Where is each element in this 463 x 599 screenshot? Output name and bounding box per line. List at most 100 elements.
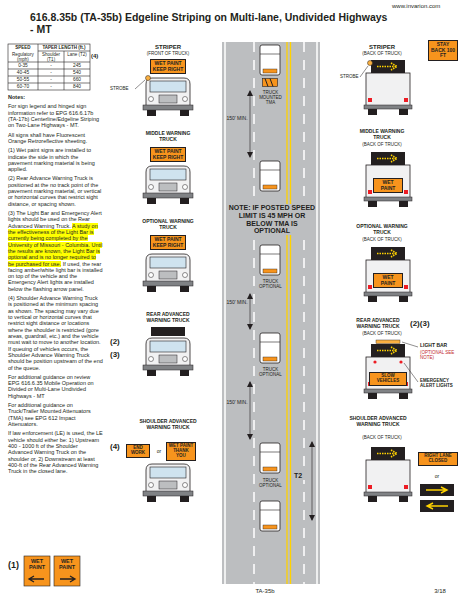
- leader-line: [402, 342, 418, 347]
- label: T2: [294, 472, 310, 480]
- sign-box: WET PAINT KEEP RIGHT: [150, 147, 186, 162]
- sign-text: SLOW VEHICLES: [371, 374, 405, 384]
- label: 0-35: [8, 63, 38, 68]
- leader-line: [135, 80, 145, 89]
- arrow-board: [151, 327, 185, 336]
- label: -: [38, 70, 64, 75]
- label: 245: [64, 63, 90, 68]
- label: EMERGENCY ALERT LIGHTS: [420, 378, 460, 388]
- sign-text: WET PAINT THANK YOU: [168, 444, 194, 459]
- note-paragraph: All signs shall have Fluorescent Orange …: [8, 132, 103, 145]
- rear-truck-back: [364, 344, 412, 399]
- sign-text: WET PAINT: [25, 558, 49, 570]
- label: SHOULDER ADVANCED WARNING TRUCK: [134, 419, 202, 430]
- label: STRIPER: [352, 44, 412, 51]
- label: REAR ADVANCED WARNING TRUCK: [134, 312, 202, 323]
- dimension-lines: [250, 91, 312, 520]
- striper-vehicle: [260, 45, 280, 75]
- label: (BACK OF TRUCK): [352, 331, 412, 336]
- striper-truck-back: [364, 60, 412, 115]
- label: 150' MIN.: [226, 116, 248, 122]
- sign-text: RIGHT LANE CLOSED: [420, 454, 456, 464]
- label: (3): [110, 351, 126, 360]
- roadway: [222, 42, 320, 584]
- emergency-light: [373, 360, 376, 363]
- label: Lane (T2): [64, 52, 90, 57]
- label: TRUCK OPTIONAL: [255, 279, 286, 289]
- label: www.invarion.com: [392, 3, 460, 10]
- label: (BACK OF TRUCK): [352, 237, 412, 242]
- arrow-panel: [420, 500, 454, 512]
- sign-text: WET PAINT: [375, 275, 401, 286]
- shoulder-truck-back: [364, 447, 412, 502]
- optional-truck-back: [364, 247, 412, 302]
- middle-truck-back: [364, 152, 412, 207]
- label: TA-35b: [245, 588, 285, 595]
- sign-box: WET PAINT: [373, 273, 403, 288]
- wet-paint-signs: [24, 556, 80, 586]
- note-text: For additional guidance on review EPG 61…: [8, 374, 94, 399]
- label: -: [38, 77, 64, 82]
- label: 540: [64, 70, 90, 75]
- note-paragraph: (1) Wet paint signs are installed to ind…: [8, 147, 103, 172]
- label: MIDDLE WARNING TRUCK: [352, 129, 412, 140]
- label: 50-55: [8, 77, 38, 82]
- label: Regulatory (mph): [8, 52, 38, 62]
- label: (BACK OF TRUCK): [352, 142, 412, 147]
- vehicle: [260, 501, 280, 531]
- label: (2): [110, 338, 126, 347]
- optional-truck-front: [143, 254, 193, 292]
- note-text: (1) Wet paint signs are installed to ind…: [8, 147, 95, 172]
- label: (4): [91, 53, 103, 60]
- note-paragraph: If law enforcement (LE) is used, the LE …: [8, 430, 103, 474]
- label: (2)(3): [410, 320, 446, 329]
- note-text: Notes:: [8, 94, 25, 100]
- sign-text: END WORK: [128, 446, 148, 456]
- title: 616.8.35b (TA-35b) Edgeline Striping on …: [30, 12, 390, 36]
- label: OPTIONAL WARNING TRUCK: [352, 224, 412, 235]
- sign-box: WET PAINT: [54, 557, 80, 571]
- note-paragraph: For additional guidance on review EPG 61…: [8, 374, 103, 399]
- note-text: For sign legend and hinged sign informat…: [8, 103, 99, 128]
- striper-truck-front: [143, 78, 193, 116]
- sign-box: RIGHT LANE CLOSED: [418, 452, 458, 466]
- middle-truck-front: [143, 166, 193, 204]
- strobe-light: [368, 61, 373, 66]
- sign-box: END WORK: [126, 444, 150, 458]
- label: TAPER LENGTH (ft.): [38, 45, 90, 50]
- emergency-light: [399, 360, 402, 363]
- sign-text: WET PAINT: [55, 558, 79, 570]
- label: (4): [110, 443, 126, 452]
- arrow-symbol: [427, 503, 448, 509]
- sign-text: WET PAINT: [375, 180, 401, 191]
- rear-truck-front: [143, 338, 193, 376]
- note-paragraph: (4) Shoulder Advance Warning Truck is po…: [8, 295, 103, 371]
- sign-text: WET PAINT KEEP RIGHT: [152, 237, 184, 248]
- label: -: [38, 63, 64, 68]
- note-text: A study on the effectiveness of the Ligh…: [8, 223, 102, 267]
- notes-column: Notes: For sign legend and hinged sign in…: [8, 94, 103, 478]
- label: REAR ADVANCED WARNING TRUCK: [348, 318, 408, 329]
- strobe-light: [146, 76, 151, 81]
- label: STROBE: [110, 86, 134, 91]
- sign-box: SLOW VEHICLES: [369, 372, 407, 386]
- label: -: [38, 84, 64, 89]
- note-text: (2) Rear Advance Warning Truck is positi…: [8, 175, 101, 206]
- note-paragraph: Notes:: [8, 94, 103, 100]
- sign-box: WET PAINT THANK YOU: [166, 442, 196, 461]
- label: LIGHT BAR: [420, 343, 460, 349]
- shoulder-vehicle: [260, 443, 280, 473]
- sign-text: STAY BACK 100 FT: [430, 42, 456, 59]
- sign-box: WET PAINT KEEP RIGHT: [150, 59, 186, 74]
- sign-text: WET PAINT KEEP RIGHT: [152, 149, 184, 160]
- label: or: [430, 474, 444, 480]
- sign-box: WET PAINT: [373, 178, 403, 193]
- label: 60-70: [8, 84, 38, 89]
- label: TRUCK MOUNTED TMA: [255, 90, 286, 105]
- sign-box: WET PAINT KEEP RIGHT: [150, 235, 186, 250]
- note-paragraph: For additional guidance on Truck/Trailer…: [8, 402, 103, 427]
- label: 150' MIN.: [226, 400, 248, 406]
- sign-box: WET PAINT: [24, 557, 50, 571]
- note-text: (4) Shoulder Advance Warning Truck is po…: [8, 295, 103, 370]
